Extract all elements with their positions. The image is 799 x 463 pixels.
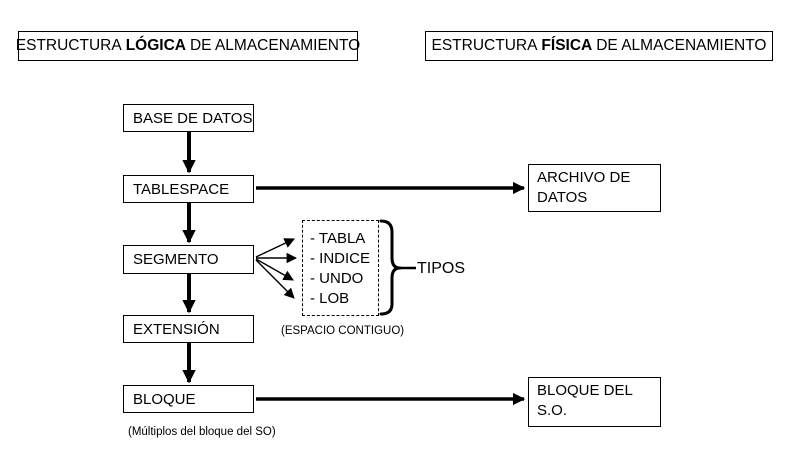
node-extension: EXTENSIÓN [123, 315, 254, 343]
caption-multiplos-bloque-so: (Múltiplos del bloque del SO) [128, 426, 276, 438]
node-tablespace: TABLESPACE [123, 175, 254, 203]
node-label: SEGMENTO [133, 251, 219, 268]
tipos-brace-icon [379, 219, 402, 316]
header-text: ESTRUCTURA [15, 37, 122, 54]
type-item-indice: - INDICE [310, 250, 370, 267]
header-text-bold: FÍSICA [541, 37, 593, 54]
node-base-de-datos: BASE DE DATOS [123, 104, 254, 132]
node-label-line1: ARCHIVO DE [537, 169, 631, 186]
type-item-lob: - LOB [310, 290, 350, 307]
tipos-label: TIPOS [417, 260, 466, 277]
arrow-segmento-to-undo [255, 258, 294, 281]
type-item-tabla: - TABLA [310, 230, 366, 247]
node-label: BLOQUE [133, 390, 196, 408]
arrow-segmento-to-lob [255, 259, 295, 299]
node-label-line1: BLOQUE DEL [537, 382, 633, 399]
node-bloque: BLOQUE [123, 385, 254, 413]
node-label: TABLESPACE [133, 180, 230, 198]
node-segmento: SEGMENTO [123, 245, 254, 274]
node-label-line2: S.O. [537, 402, 568, 419]
type-item-undo: - UNDO [310, 270, 364, 287]
node-label-line2: DATOS [537, 189, 588, 206]
node-bloque-del-so: BLOQUE DEL S.O. [528, 377, 661, 427]
arrow-segmento-to-tabla [255, 238, 295, 258]
node-label: BASE DE DATOS [133, 109, 253, 127]
caption-espacio-contiguo: (ESPACIO CONTIGUO) [281, 325, 405, 337]
node-label: EXTENSIÓN [133, 320, 220, 338]
header-text-bold: LÓGICA [125, 37, 186, 54]
header-text: DE ALMACENAMIENTO [189, 37, 361, 54]
node-archivo-de-datos: ARCHIVO DE DATOS [528, 164, 661, 212]
header-text: ESTRUCTURA [431, 37, 538, 54]
header-text: DE ALMACENAMIENTO [596, 37, 767, 54]
segment-types-box: - TABLA - INDICE - UNDO - LOB [302, 220, 379, 316]
header-logical-structure: ESTRUCTURA LÓGICA DE ALMACENAMIENTO [15, 31, 361, 61]
header-physical-structure: ESTRUCTURA FÍSICA DE ALMACENAMIENTO [425, 31, 773, 61]
